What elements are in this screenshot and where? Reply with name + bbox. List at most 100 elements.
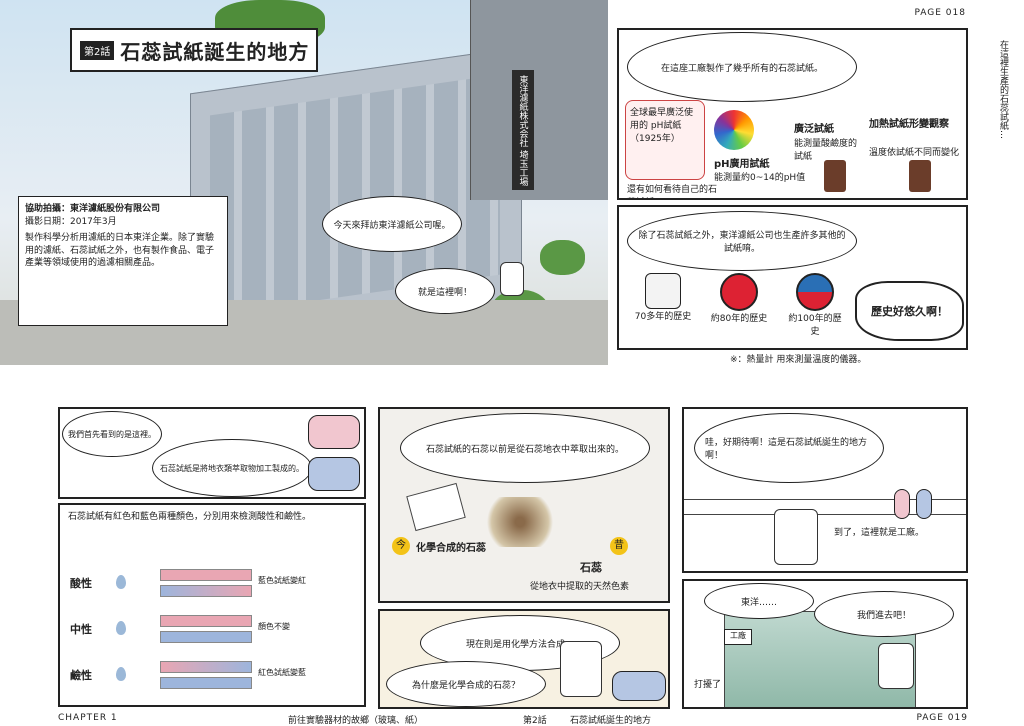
universal-paper-label: 廣泛試紙	[794, 124, 834, 135]
now-label-badge: 今	[392, 537, 410, 555]
test-paper-bottle	[824, 160, 846, 192]
acid-row: 酸性 藍色試紙變紅	[70, 565, 360, 605]
base-result: 紅色試紙變藍	[258, 668, 306, 677]
history-callout: 全球最早廣泛使用的 pH試紙（1925年）	[625, 100, 705, 180]
history-text: 全球最早廣泛使用的 pH試紙（1925年）	[630, 108, 694, 144]
base-row: 鹼性 紅色試紙變藍	[70, 657, 360, 697]
footer: CHAPTER 1 前往實驗器材的故鄉（玻璃、紙） 第2話 石蕊試紙誕生的地方 …	[58, 713, 968, 726]
neutral-result: 顏色不變	[258, 622, 290, 631]
speech-bubble: 哇，好期待啊！這是石蕊試紙誕生的地方啊！	[694, 413, 884, 483]
photo-date: 攝影日期：2017年3月	[25, 216, 117, 227]
drop-icon	[116, 667, 126, 681]
panel-arrival: 哇，好期待啊！這是石蕊試紙誕生的地方啊！ 到了，這裡就是工廠。	[682, 407, 968, 573]
speech-bubble: 就是這裡啊！	[395, 268, 495, 314]
badge-text: 約100年的歷史	[788, 314, 842, 337]
drop-icon	[116, 621, 126, 635]
blue-strip	[160, 677, 252, 689]
drop-icon	[116, 575, 126, 589]
footnote: ※：熱量計 用來測量溫度的儀器。	[730, 355, 867, 365]
badge-icon	[796, 273, 834, 311]
ph-paper-label: pH廣用試紙	[714, 159, 770, 170]
chapter-label: CHAPTER 1	[58, 713, 118, 723]
character-pink	[894, 489, 910, 519]
speech-text: 為什麼是化學合成的石蕊？	[411, 680, 520, 691]
ph-paper-desc: 能測量約0~14的pH值	[714, 173, 806, 183]
chapter-number: 第2話	[80, 40, 115, 60]
speech-bubble: 石蕊試紙是將地衣類萃取物加工製成的。	[152, 439, 312, 497]
speech-text: 石蕊試紙的石蕊以前是從石蕊地衣中萃取出來的。	[425, 444, 624, 455]
universal-paper-desc: 能測量酸鹼度的試紙	[794, 139, 858, 162]
speech-text: 我們首先看到的是這裡。	[68, 429, 156, 439]
beaker-mascot	[878, 643, 914, 689]
acid-label: 酸性	[70, 577, 92, 590]
panel-history: 除了石蕊試紙之外，東洋濾紙公司也生產許多其他的試紙唷。 70多年的歷史 約80年…	[617, 205, 968, 350]
blue-strip	[160, 585, 252, 597]
page-number-top: PAGE 018	[914, 8, 966, 18]
bottom-page: 我們首先看到的是這裡。 石蕊試紙是將地衣類萃取物加工製成的。 石蕊試紙有紅色和藍…	[0, 395, 1024, 726]
company-description: 製作科學分析用濾紙的日本東洋企業。除了實驗用的濾紙、石蕊試紙之外，也有製作食品、…	[25, 233, 215, 269]
panel-test-papers: 在這座工廠製作了幾乎所有的石蕊試紙。 全球最早廣泛使用的 pH試紙（1925年）…	[617, 28, 968, 200]
beaker-mascot	[774, 509, 818, 565]
red-strip	[160, 615, 252, 627]
neutral-label: 中性	[70, 623, 92, 636]
panel-dialogue: 現在則是用化學方法合成。 為什麼是化學合成的石蕊？	[378, 609, 670, 709]
base-label: 鹼性	[70, 669, 92, 682]
powder-icon	[406, 482, 466, 532]
character-blue	[308, 457, 360, 491]
speech-bubble: 在這座工廠製作了幾乎所有的石蕊試紙。	[627, 32, 857, 102]
badge-text: 70多年的歷史	[634, 312, 692, 322]
speech-small: 到了，這裡就是工廠。	[834, 528, 925, 538]
factory-door-sign: 工廠	[724, 629, 752, 645]
history-badge-1: 70多年的歷史	[633, 273, 693, 322]
speech-bubble: 石蕊試紙的石蕊以前是從石蕊地衣中萃取出來的。	[400, 413, 650, 483]
factory-sign: 東洋濾紙株式会社 埼玉工場	[512, 70, 534, 190]
history-badge-2: 約80年的歷史	[709, 273, 769, 324]
speech-text: 今天來拜訪東洋濾紙公司喔。	[333, 220, 451, 231]
shout-burst: 歷史好悠久啊！	[855, 281, 964, 341]
factory-sign-text: 東洋濾紙株式会社 埼玉工場	[517, 74, 528, 186]
red-strip	[160, 569, 252, 581]
history-badge-3: 約100年的歷史	[785, 273, 845, 337]
old-name: 石蕊	[580, 561, 602, 574]
dilute-paper-label: 加熱試紙形變觀察	[869, 119, 949, 130]
page-number-bottom: PAGE 019	[916, 713, 968, 723]
speech-text: 除了石蕊試紙之外，東洋濾紙公司也生產許多其他的試紙唷。	[638, 231, 846, 254]
book-title: 前往實驗器材的故鄉（玻璃、紙）	[288, 716, 424, 726]
panel-caption: 石蕊試紙有紅色和藍色兩種顏色，分別用來檢測酸性和鹼性。	[68, 512, 312, 522]
chapter-title: 石蕊試紙誕生的地方	[120, 39, 310, 64]
company-caption: 協助拍攝：東洋濾紙股份有限公司 攝影日期：2017年3月 製作科學分析用濾紙的日…	[18, 196, 228, 326]
chapter-number: 第2話	[523, 716, 547, 726]
old-label-badge: 昔	[610, 537, 628, 555]
red-strip	[160, 661, 252, 673]
neutral-row: 中性 顏色不變	[70, 611, 360, 651]
speech-bubble: 今天來拜訪東洋濾紙公司喔。	[322, 196, 462, 252]
speech-text: 在這座工廠製作了幾乎所有的石蕊試紙。	[660, 63, 823, 74]
company-name: 協助拍攝：東洋濾紙股份有限公司	[25, 204, 161, 214]
speech-text: 我們進去吧！	[856, 610, 911, 621]
chapter-title: 石蕊試紙誕生的地方	[570, 716, 652, 726]
chapter-title-plate: 第2話 石蕊試紙誕生的地方	[70, 28, 318, 72]
blue-strip	[160, 631, 252, 643]
panel-lichen: 石蕊試紙的石蕊以前是從石蕊地衣中萃取出來的。 昔 石蕊 從地衣中提取的天然色素 …	[378, 407, 670, 603]
panel-litmus-chart: 石蕊試紙有紅色和藍色兩種顏色，分別用來檢測酸性和鹼性。 酸性 藍色試紙變紅 中性…	[58, 503, 366, 707]
character-blue	[916, 489, 932, 519]
test-paper-bottle	[909, 160, 931, 192]
dilute-paper-desc: 溫度依試紙不同而變化	[869, 148, 960, 158]
speech-bubble: 除了石蕊試紙之外，東洋濾紙公司也生產許多其他的試紙唷。	[627, 211, 857, 271]
speech-text: 現在則是用化學方法合成。	[465, 639, 574, 650]
beaker-mascot	[500, 262, 524, 296]
lichen-icon	[480, 497, 560, 547]
top-page: 第2話 石蕊試紙誕生的地方 東洋濾紙株式会社 埼玉工場 協助拍攝：東洋濾紙股份有…	[0, 0, 1008, 365]
panel-characters: 我們首先看到的是這裡。 石蕊試紙是將地衣類萃取物加工製成的。	[58, 407, 366, 499]
railing	[684, 499, 966, 515]
old-desc: 從地衣中提取的天然色素	[530, 582, 630, 592]
beaker-mascot	[560, 641, 602, 697]
sfx-text: 打擾了	[694, 680, 722, 690]
character-pink	[308, 415, 360, 449]
shout-text: 歷史好悠久啊！	[871, 305, 948, 318]
badge-icon	[720, 273, 758, 311]
speech-bubble: 東洋……	[704, 583, 814, 619]
acid-result: 藍色試紙變紅	[258, 576, 306, 585]
building-annex	[470, 0, 608, 200]
speech-bubble: 我們進去吧！	[814, 591, 954, 637]
